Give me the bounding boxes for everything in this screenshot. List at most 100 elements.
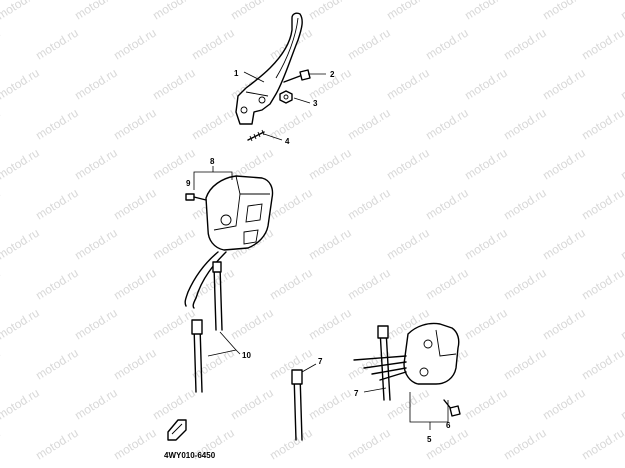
watermark-text: motod.ru bbox=[306, 226, 354, 263]
watermark-text: motod.ru bbox=[423, 266, 471, 303]
watermark-text: motod.ru bbox=[0, 106, 3, 143]
watermark-text: motod.ru bbox=[345, 266, 393, 303]
watermark-text: motod.ru bbox=[540, 226, 588, 263]
watermark-text: motod.ru bbox=[501, 106, 549, 143]
callout-1: 1 bbox=[234, 69, 239, 78]
callout-6: 6 bbox=[446, 421, 451, 430]
callout-5: 5 bbox=[427, 435, 432, 444]
watermark-text: motod.ru bbox=[33, 106, 81, 143]
watermark-text: motod.ru bbox=[423, 26, 471, 63]
watermark-text: motod.ru bbox=[579, 426, 625, 463]
watermark-text: motod.ru bbox=[384, 66, 432, 103]
cable-tie-7-center: 7 bbox=[291, 357, 323, 441]
watermark-text: motod.ru bbox=[618, 0, 625, 23]
watermark-text: motod.ru bbox=[579, 186, 625, 223]
watermark-text: motod.ru bbox=[72, 66, 120, 103]
watermark-text: motod.ru bbox=[267, 426, 315, 463]
watermark-text: motod.ru bbox=[384, 146, 432, 183]
watermark-text: motod.ru bbox=[384, 386, 432, 423]
watermark-text: motod.ru bbox=[267, 266, 315, 303]
watermark-text: motod.ru bbox=[189, 106, 237, 143]
watermark-text: motod.ru bbox=[618, 146, 625, 183]
watermark-text: motod.ru bbox=[618, 226, 625, 263]
watermark-text: motod.ru bbox=[72, 386, 120, 423]
watermark-text: motod.ru bbox=[0, 346, 3, 383]
watermark-text: motod.ru bbox=[423, 106, 471, 143]
watermark-text: motod.ru bbox=[111, 346, 159, 383]
watermark-text: motod.ru bbox=[0, 26, 3, 63]
diagram-code: 4WY010-6450 bbox=[164, 451, 216, 460]
lever-screw bbox=[247, 129, 265, 142]
watermark-text: motod.ru bbox=[150, 0, 198, 23]
watermark-text: motod.ru bbox=[0, 186, 3, 223]
watermark-text: motod.ru bbox=[540, 146, 588, 183]
watermark-text: motod.ru bbox=[618, 386, 625, 423]
watermark-text: motod.ru bbox=[423, 186, 471, 223]
cable-ties-10: 10 bbox=[191, 261, 251, 393]
watermark-text: motod.ru bbox=[150, 386, 198, 423]
watermark-text: motod.ru bbox=[540, 386, 588, 423]
lever-assembly: 1 2 3 4 bbox=[234, 12, 335, 146]
watermark-text: motod.ru bbox=[462, 306, 510, 343]
watermark-text: motod.ru bbox=[228, 386, 276, 423]
watermark-text: motod.ru bbox=[111, 426, 159, 463]
watermark-text: motod.ru bbox=[72, 0, 120, 23]
watermark-text: motod.ru bbox=[111, 26, 159, 63]
watermark-text: motod.ru bbox=[306, 146, 354, 183]
watermark-text: motod.ru bbox=[150, 226, 198, 263]
watermark-text: motod.ru bbox=[228, 306, 276, 343]
watermark-text: motod.ru bbox=[384, 226, 432, 263]
lever-bolt bbox=[283, 69, 311, 83]
watermark-text: motod.ru bbox=[501, 26, 549, 63]
callout-2: 2 bbox=[330, 70, 335, 79]
watermark-text: motod.ru bbox=[111, 106, 159, 143]
watermark-text: motod.ru bbox=[111, 186, 159, 223]
watermark-text: motod.ru bbox=[306, 0, 354, 23]
front-arrow-icon bbox=[167, 419, 187, 441]
watermark-text: motod.ru bbox=[33, 186, 81, 223]
watermark-text: motod.ru bbox=[267, 186, 315, 223]
switch-screw bbox=[185, 193, 207, 201]
watermark-text: motod.ru bbox=[345, 426, 393, 463]
watermark-text: motod.ru bbox=[267, 346, 315, 383]
watermark-text: motod.ru bbox=[0, 386, 42, 423]
callout-7a: 7 bbox=[318, 357, 323, 366]
watermark-text: motod.ru bbox=[579, 106, 625, 143]
callout-7b: 7 bbox=[354, 389, 359, 398]
watermark-text: motod.ru bbox=[33, 346, 81, 383]
right-handlebar-switch: 5 6 7 bbox=[353, 322, 461, 444]
watermark-text: motod.ru bbox=[0, 426, 3, 463]
watermark-text: motod.ru bbox=[618, 306, 625, 343]
watermark-text: motod.ru bbox=[345, 26, 393, 63]
watermark-text: motod.ru bbox=[72, 146, 120, 183]
watermark-text: motod.ru bbox=[540, 0, 588, 23]
watermark-text: motod.ru bbox=[462, 146, 510, 183]
callout-8: 8 bbox=[210, 157, 215, 166]
watermark-text: motod.ru bbox=[150, 146, 198, 183]
watermark-text: motod.ru bbox=[72, 306, 120, 343]
watermark-text: motod.ru bbox=[618, 66, 625, 103]
watermark-text: motod.ru bbox=[189, 26, 237, 63]
watermark-text: motod.ru bbox=[579, 266, 625, 303]
left-handlebar-switch: 8 9 bbox=[184, 157, 274, 309]
watermark-text: motod.ru bbox=[0, 266, 3, 303]
watermark-text: motod.ru bbox=[345, 346, 393, 383]
right-switch-screw bbox=[443, 399, 461, 417]
watermark-text: motod.ru bbox=[306, 306, 354, 343]
watermark-text: motod.ru bbox=[345, 106, 393, 143]
watermark-text: motod.ru bbox=[0, 226, 42, 263]
watermark-text: motod.ru bbox=[0, 306, 42, 343]
watermark-text: motod.ru bbox=[72, 226, 120, 263]
callout-9: 9 bbox=[186, 179, 191, 188]
watermark-text: motod.ru bbox=[540, 66, 588, 103]
watermark-text: motod.ru bbox=[345, 186, 393, 223]
watermark-text: motod.ru bbox=[384, 0, 432, 23]
watermark-text: motod.ru bbox=[462, 386, 510, 423]
watermark-text: motod.ru bbox=[228, 0, 276, 23]
watermark-text: motod.ru bbox=[501, 346, 549, 383]
watermark-text: motod.ru bbox=[150, 306, 198, 343]
watermark-text: motod.ru bbox=[462, 226, 510, 263]
watermark-text: motod.ru bbox=[267, 106, 315, 143]
